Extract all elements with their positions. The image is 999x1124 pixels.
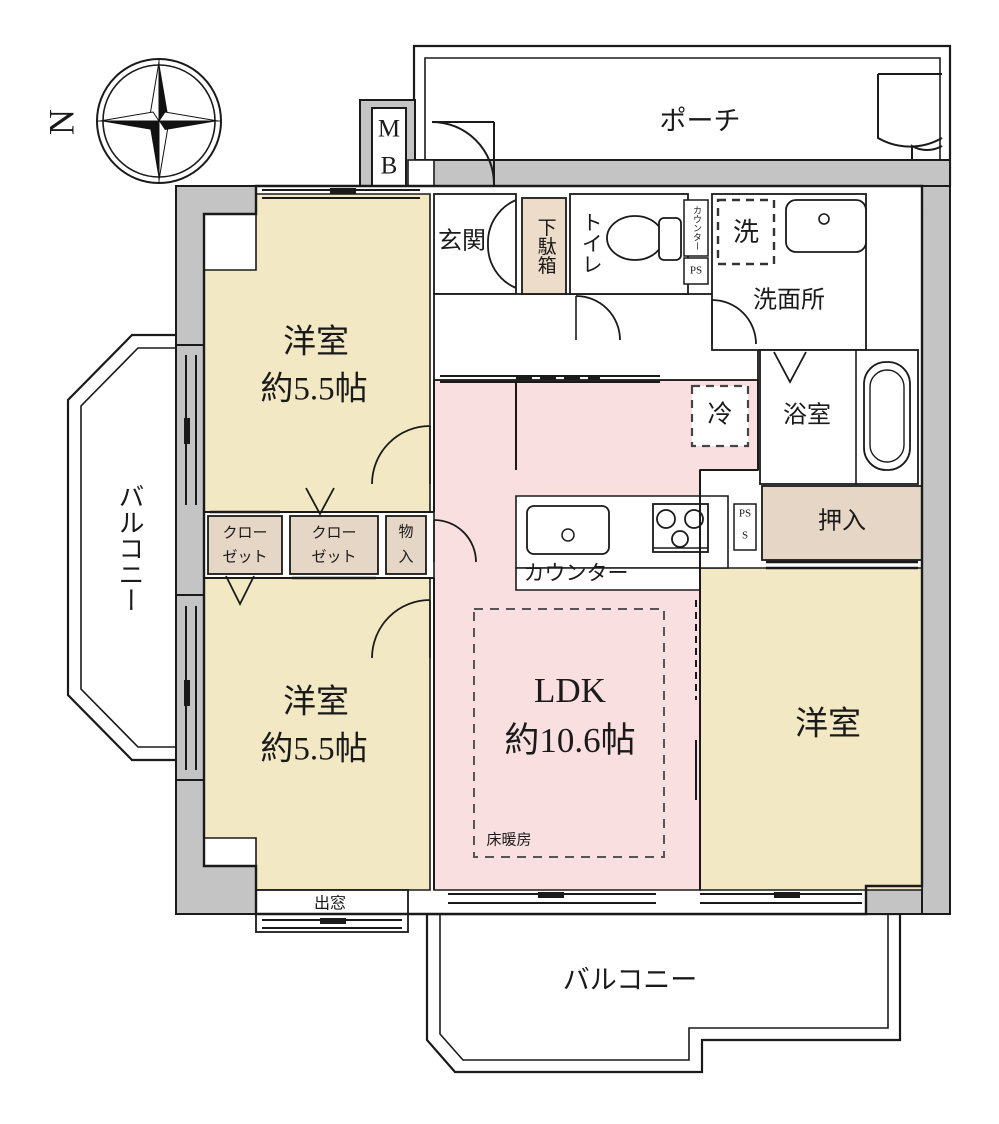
closet-door-marks-icon bbox=[225, 487, 335, 607]
monoire-label-1: 物 bbox=[398, 523, 413, 540]
room-washitsu-top-left-name: 洋室 bbox=[283, 324, 349, 361]
senmenjo-label: 洗面所 bbox=[753, 287, 825, 314]
meter-box-label-b: B bbox=[381, 153, 398, 180]
window-left-lower bbox=[184, 606, 197, 770]
svg-text:PS: PS bbox=[739, 508, 751, 520]
vanity-sink-icon bbox=[785, 199, 867, 253]
closet-left: クロー ゼット bbox=[207, 515, 283, 575]
yokushitsu-label: 浴室 bbox=[783, 402, 831, 429]
toilet-icon bbox=[606, 215, 682, 261]
door-monoire-icon bbox=[433, 519, 477, 563]
counter-small-box bbox=[683, 199, 709, 257]
getabako-label: 下駄箱 bbox=[535, 218, 557, 275]
balcony-left-label: バルコニー bbox=[115, 483, 144, 613]
door-bottom-left-room-icon bbox=[371, 599, 431, 659]
window-top-room bbox=[262, 188, 420, 199]
ps-shaft-top: PS bbox=[683, 257, 709, 285]
compass-rose-icon bbox=[96, 58, 222, 184]
door-top-left-room-icon bbox=[371, 425, 431, 485]
room-ldk-size: 約10.6帖 bbox=[504, 721, 635, 760]
stove-3burner-icon bbox=[652, 503, 709, 553]
ps-shaft-kitchen: PS S bbox=[733, 503, 757, 551]
bay-window-label: 出窓 bbox=[314, 895, 346, 913]
monoire-label-2: 入 bbox=[398, 549, 413, 565]
genkan-area bbox=[433, 193, 759, 381]
oshiire-label: 押入 bbox=[818, 508, 866, 535]
meter-box-label-m: M bbox=[378, 116, 400, 143]
room-washitsu-top-left-size: 約5.5帖 bbox=[260, 371, 367, 408]
room-washitsu-right-name: 洋室 bbox=[795, 706, 861, 743]
genkan-label: 玄関 bbox=[438, 228, 486, 255]
closet-right: クロー ゼット bbox=[289, 515, 379, 575]
genkan-door-icon bbox=[487, 199, 517, 289]
washer-label: 洗 bbox=[733, 218, 759, 247]
bath-door-icon bbox=[773, 351, 807, 384]
floor-heating-label: 床暖房 bbox=[486, 831, 531, 848]
refrigerator-label: 冷 bbox=[707, 401, 732, 429]
porch-label: ポーチ bbox=[660, 106, 741, 136]
room-washitsu-bottom-left-name: 洋室 bbox=[283, 684, 349, 721]
room-washitsu-bottom-left-size: 約5.5帖 bbox=[260, 731, 367, 768]
window-ldk-bottom bbox=[448, 892, 656, 904]
svg-text:N: N bbox=[41, 109, 81, 135]
closet-right-label-1: クロー bbox=[311, 524, 356, 541]
senmenjo-door-icon bbox=[711, 299, 757, 345]
window-right-room-bottom bbox=[700, 892, 862, 904]
interior-partitions bbox=[204, 380, 759, 890]
window-left-upper bbox=[184, 355, 197, 505]
svg-text:バルコニー: バルコニー bbox=[563, 965, 697, 995]
svg-text:PS: PS bbox=[690, 265, 702, 277]
svg-text:下駄箱: 下駄箱 bbox=[535, 218, 557, 275]
counter-small-label: カウンター bbox=[692, 205, 702, 250]
svg-text:バルコニー: バルコニー bbox=[115, 483, 144, 613]
toilet-label: トイレ bbox=[579, 212, 603, 275]
bathtub-icon bbox=[863, 361, 911, 471]
closet-left-label-1: クロー bbox=[222, 524, 267, 541]
dwelling-outline bbox=[202, 184, 924, 916]
getabako-cabinet bbox=[521, 197, 567, 295]
svg-text:カウンター: カウンター bbox=[692, 205, 702, 250]
washing-machine-icon: 洗 bbox=[716, 198, 776, 266]
balcony-bottom-label: バルコニー bbox=[563, 965, 697, 995]
floor-heating-zone bbox=[473, 608, 665, 858]
monoire-storage: 物 入 bbox=[385, 515, 427, 575]
entry-door-icon bbox=[407, 121, 495, 187]
counter-label: カウンター bbox=[524, 561, 629, 585]
meter-box: M B bbox=[371, 107, 407, 187]
refrigerator-icon: 冷 bbox=[690, 384, 750, 448]
toilet-door-icon bbox=[575, 295, 621, 341]
svg-text:トイレ: トイレ bbox=[579, 212, 603, 275]
sliding-door-marks bbox=[210, 375, 918, 580]
room-ldk-name: LDK bbox=[534, 671, 606, 710]
svg-text:S: S bbox=[742, 530, 748, 542]
balcony-bottom bbox=[425, 912, 902, 1074]
closet-left-label-2: ゼット bbox=[222, 548, 267, 565]
kitchen-sink-icon bbox=[526, 505, 610, 555]
compass-north-label: N bbox=[41, 109, 81, 135]
closet-right-label-2: ゼット bbox=[311, 548, 356, 565]
